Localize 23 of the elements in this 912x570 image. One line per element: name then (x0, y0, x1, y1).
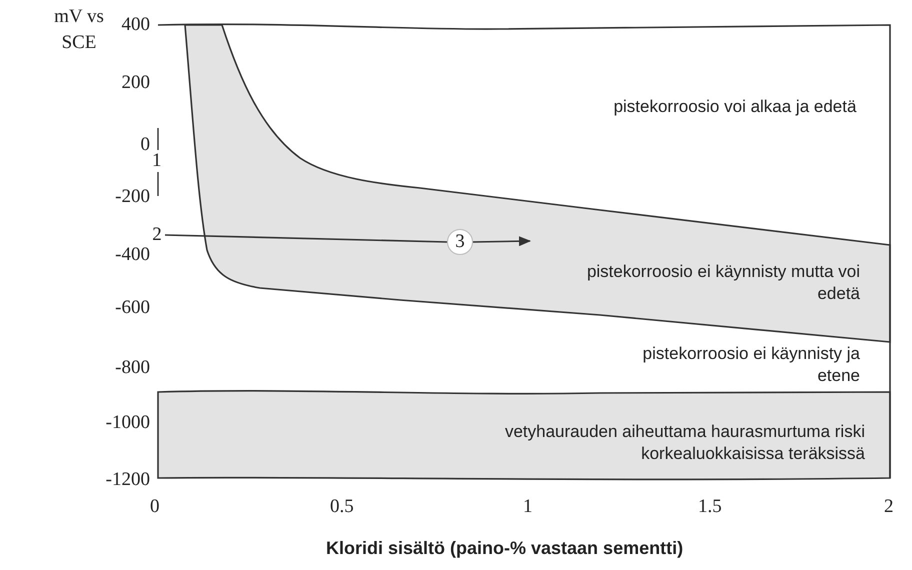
tick-label: 0.5 (330, 496, 354, 518)
tick-label: 0 (140, 134, 150, 156)
arrow (472, 236, 531, 246)
tick-label: 1.5 (698, 496, 722, 518)
region-label: pistekorroosio voi alkaa ja edetä (600, 96, 870, 118)
region-label: pistekorroosio ei käynnisty mutta voi edetä (560, 261, 860, 305)
connector-line (164, 234, 448, 243)
tick-label: 2 (884, 496, 894, 518)
tick-label: -800 (115, 357, 150, 379)
region-label: pistekorroosio ei käynnisty ja etene (600, 343, 860, 387)
tick-label: 0 (150, 496, 160, 518)
tick-label: -200 (115, 186, 150, 208)
tick-label: -1200 (106, 469, 150, 491)
tick-label: -1000 (106, 412, 150, 434)
region-label: vetyhaurauden aiheuttama haurasmurtuma riski korkealuokkaisissa teräksissä (430, 421, 865, 465)
axis-title: mV vs SCE (53, 5, 105, 55)
tick-label: -600 (115, 297, 150, 319)
tick-label: -400 (115, 244, 150, 266)
tick-label: 1 (523, 496, 532, 518)
axis-title: Kloridi sisältö (paino-% vastaan sementti) (326, 537, 684, 559)
callout-number: 1 (152, 150, 162, 172)
tick-label: 400 (122, 14, 150, 36)
tick-label: 200 (122, 72, 150, 94)
